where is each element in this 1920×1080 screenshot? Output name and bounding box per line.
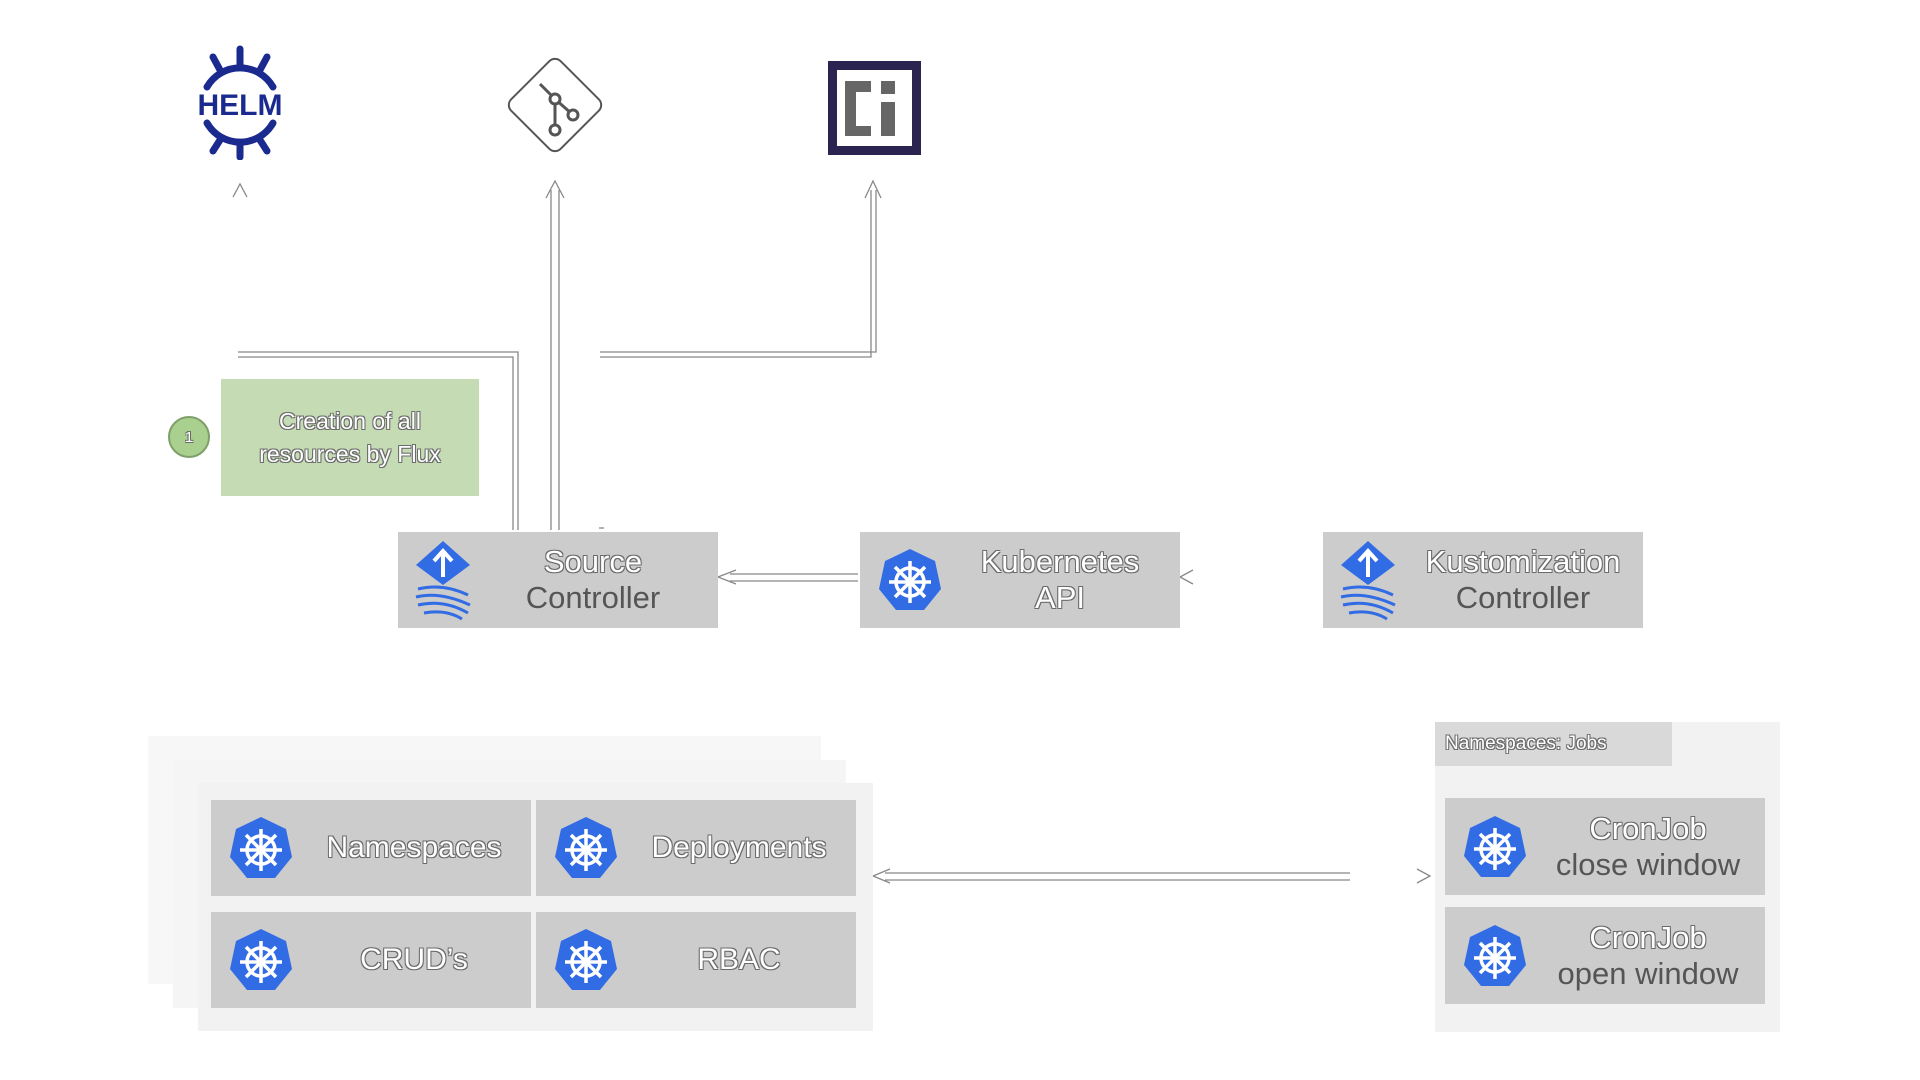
kubernetes-icon bbox=[230, 817, 292, 878]
cronjob-open-line-2: open window bbox=[1557, 955, 1739, 991]
helm-logo: HELM bbox=[185, 45, 295, 161]
kubernetes-icon bbox=[879, 549, 941, 610]
api-line-1: Kubernetes bbox=[980, 544, 1140, 580]
svg-text:HELM: HELM bbox=[198, 89, 283, 122]
deployments-box[interactable]: Deployments bbox=[536, 800, 856, 896]
cronjob-close-line-1: CronJob bbox=[1589, 810, 1707, 846]
cronjob-close-box[interactable]: CronJob close window bbox=[1445, 798, 1765, 895]
deployments-label: Deployments bbox=[651, 830, 827, 864]
source-arrowhead bbox=[716, 569, 737, 585]
flux-icon bbox=[415, 541, 471, 621]
helm-arrowhead bbox=[232, 182, 248, 198]
ci-icon bbox=[837, 70, 912, 146]
kubernetes-icon bbox=[1464, 924, 1526, 986]
cronjob-open-box[interactable]: CronJob open window bbox=[1445, 907, 1765, 1004]
cronjob-close-line-2: close window bbox=[1555, 846, 1741, 882]
git-logo bbox=[500, 50, 610, 160]
api-arrowhead bbox=[1178, 569, 1194, 585]
source-line-2: Controller bbox=[525, 580, 661, 615]
ci-logo bbox=[828, 61, 921, 155]
namespaces-box[interactable]: Namespaces bbox=[211, 800, 531, 896]
jobs-namespace-tab: Namespaces: Jobs bbox=[1435, 722, 1672, 766]
jobs-namespace-label: Namespaces: Jobs bbox=[1445, 733, 1607, 754]
kubernetes-icon bbox=[230, 929, 292, 990]
step-badge: 1 bbox=[168, 416, 210, 458]
ci-connector-outer bbox=[600, 190, 877, 353]
helm-connector-inner bbox=[238, 356, 514, 530]
rbac-label: RBAC bbox=[697, 942, 781, 976]
source-controller-box[interactable]: Source Controller bbox=[398, 532, 718, 628]
ci-arrowhead bbox=[864, 179, 882, 199]
kubernetes-icon bbox=[555, 817, 617, 878]
cronjob-open-line-1: CronJob bbox=[1589, 919, 1707, 955]
kubernetes-icon bbox=[555, 929, 617, 990]
git-icon bbox=[507, 57, 603, 153]
kubernetes-icon bbox=[1464, 815, 1526, 877]
api-line-2: API bbox=[1035, 580, 1085, 615]
note-line-1: Creation of all bbox=[279, 408, 421, 435]
kustomization-line-1: Kustomization bbox=[1425, 544, 1621, 580]
git-arrowhead bbox=[545, 179, 565, 199]
step-badge-number: 1 bbox=[184, 428, 194, 446]
jobs-arrowhead bbox=[1416, 868, 1432, 884]
cruds-label: CRUD’s bbox=[360, 942, 468, 976]
kubernetes-api-box[interactable]: Kubernetes API bbox=[860, 532, 1180, 628]
ci-connector-inner bbox=[600, 190, 872, 358]
helm-icon: HELM bbox=[198, 45, 283, 161]
namespaces-label: Namespaces bbox=[326, 830, 502, 864]
flux-icon bbox=[1340, 541, 1396, 621]
resources-arrowhead bbox=[871, 868, 891, 884]
kustomization-line-2: Controller bbox=[1455, 580, 1591, 615]
note-line-2: resources by Flux bbox=[259, 440, 441, 467]
cruds-box[interactable]: CRUD’s bbox=[211, 912, 531, 1008]
source-line-1: Source bbox=[543, 544, 643, 580]
kustomization-controller-box[interactable]: Kustomization Controller bbox=[1323, 532, 1643, 628]
flux-note: Creation of all resources by Flux bbox=[221, 379, 479, 496]
helm-connector-outer bbox=[238, 351, 519, 530]
rbac-box[interactable]: RBAC bbox=[536, 912, 856, 1008]
